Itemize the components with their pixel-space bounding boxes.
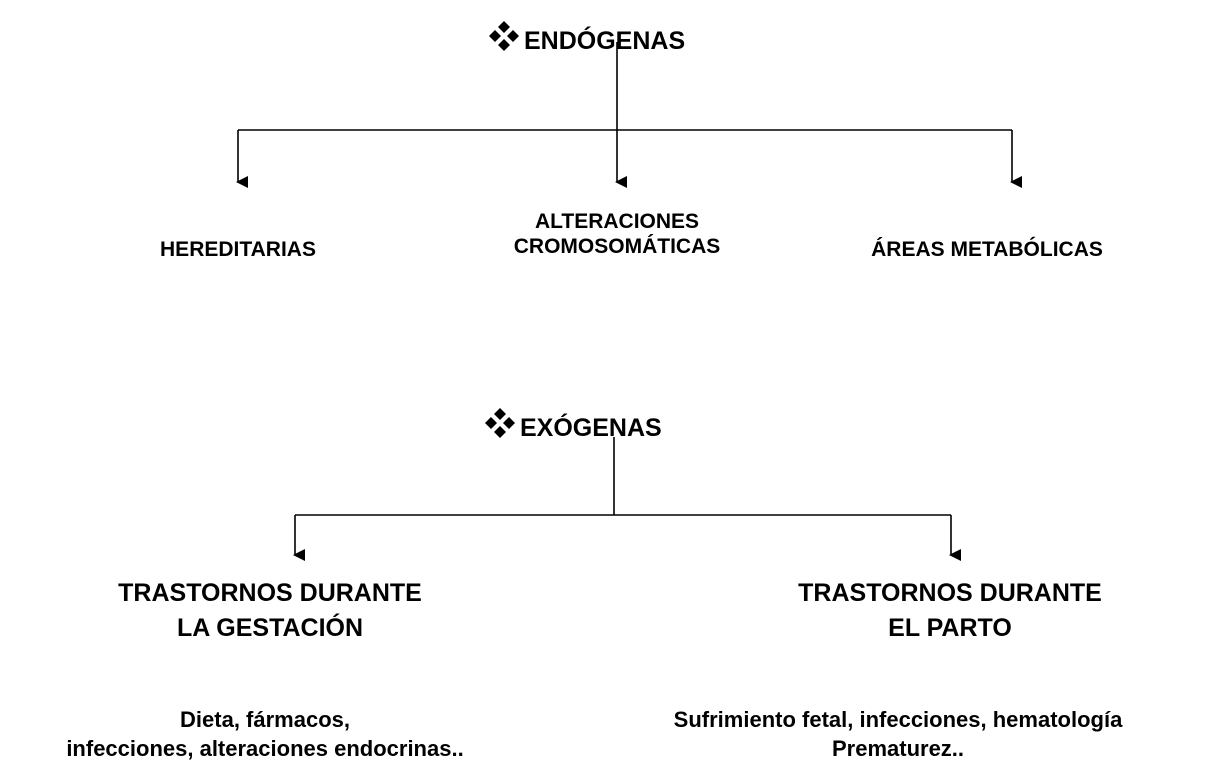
detail-parto-line1: Sufrimiento fetal, infecciones, hematolo… [673,707,1123,732]
exogenas-header: EXÓGENAS [484,407,662,441]
node-hereditarias-label: HEREDITARIAS [160,238,316,261]
node-alteraciones-line1: ALTERACIONES [534,210,700,233]
node-trastornos-parto: TRASTORNOS DURANTE EL PARTO [740,576,1160,645]
node-gestacion-line1: TRASTORNOS DURANTE [118,579,422,607]
node-trastornos-gestacion: TRASTORNOS DURANTE LA GESTACIÓN [60,576,480,645]
detail-gestacion-line1: Dieta, fármacos, [180,707,350,732]
four-diamonds-icon [489,21,519,51]
node-areas-metabolicas: ÁREAS METABÓLICAS [822,238,1152,263]
exogenas-title: EXÓGENAS [520,414,662,442]
detail-gestacion: Dieta, fármacos, infecciones, alteracion… [0,706,530,763]
node-gestacion-line2: LA GESTACIÓN [176,613,364,642]
endogenas-header: ENDÓGENAS [488,20,685,54]
node-hereditarias: HEREDITARIAS [88,238,388,263]
four-diamonds-icon [485,408,515,438]
node-alteraciones-line2: CROMOSOMÁTICAS [513,234,721,258]
node-parto-line2: EL PARTO [888,613,1012,642]
node-parto-line1: TRASTORNOS DURANTE [798,579,1102,607]
detail-gestacion-line2: infecciones, alteraciones endocrinas.. [66,735,464,761]
detail-parto-line2: Prematurez.. [831,735,965,761]
node-alteraciones-cromosomaticas: ALTERACIONES CROMOSOMÁTICAS [462,210,772,260]
detail-parto: Sufrimiento fetal, infecciones, hematolo… [588,706,1208,763]
endogenas-title: ENDÓGENAS [524,27,686,55]
node-areas-metabolicas-label: ÁREAS METABÓLICAS [871,238,1103,261]
